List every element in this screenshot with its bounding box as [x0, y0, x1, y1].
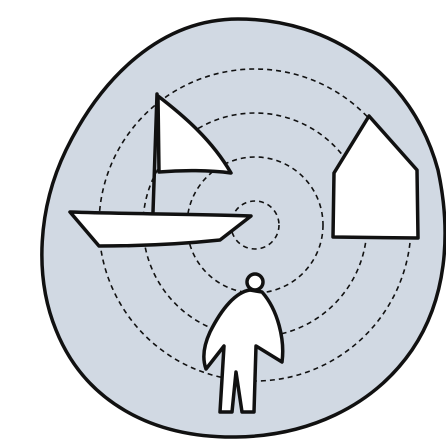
person-head [247, 274, 263, 290]
